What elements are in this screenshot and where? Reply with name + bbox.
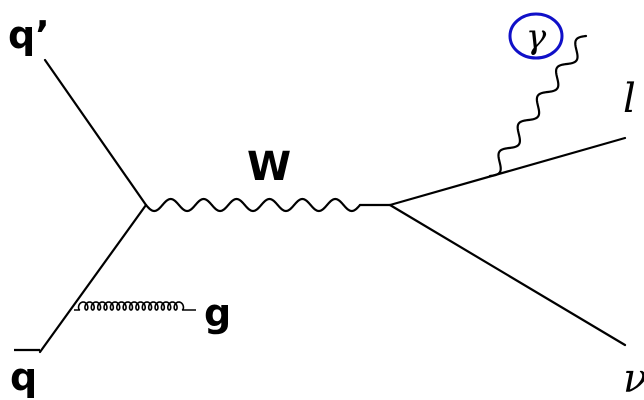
label-gluon: g <box>204 291 231 335</box>
label-photon: γ <box>526 17 547 57</box>
outgoing-lepton-line <box>388 136 627 207</box>
w-boson-line <box>144 197 362 213</box>
label-neutrino: ν <box>623 356 644 400</box>
label-w-boson: W <box>247 144 291 190</box>
outgoing-neutrino-line <box>388 203 627 347</box>
label-lepton: l <box>623 76 636 122</box>
photon-line <box>488 34 588 178</box>
gluon-line <box>74 301 196 311</box>
label-q-prime: q’ <box>8 13 50 57</box>
label-q-bar: q <box>10 355 37 399</box>
photon-circle <box>508 12 564 60</box>
incoming-antiquark-line <box>38 203 148 354</box>
incoming-quark-line <box>43 58 148 207</box>
